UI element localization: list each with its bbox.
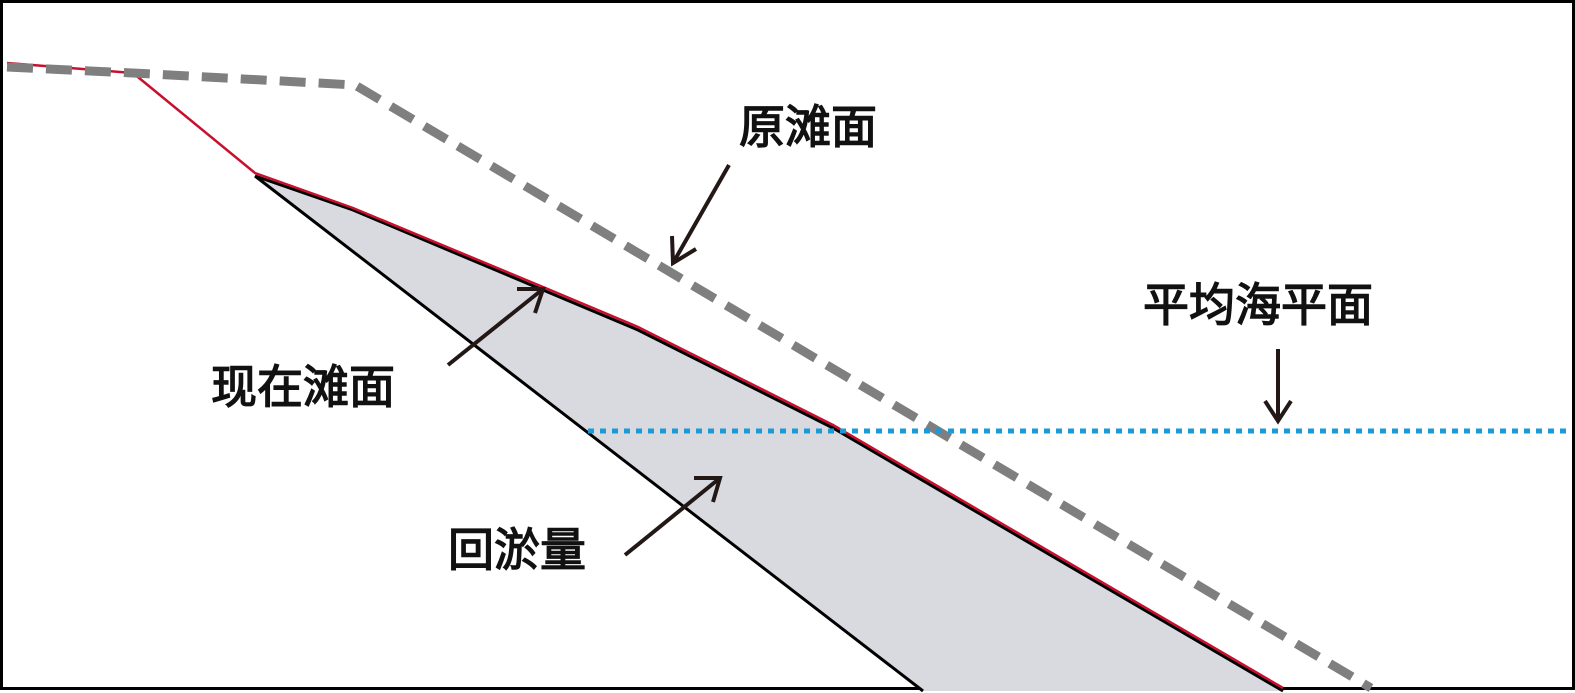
deposit-top-edge: [254, 174, 1284, 693]
sea-level-arrow: [1263, 349, 1293, 425]
current-beach-label: 现在滩面: [211, 360, 395, 414]
deposit-volume-label: 回淤量: [448, 523, 586, 577]
current-beach-arrow: [446, 287, 546, 367]
original-beach-line: [6, 62, 1374, 692]
original-beach-label: 原滩面: [739, 100, 877, 154]
current-beach-line: [6, 61, 1284, 690]
original-beach-arrow: [670, 164, 731, 267]
deposit-volume-arrow: [623, 476, 723, 557]
beach-profile-diagram: 原滩面 现在滩面 平均海平面 回淤量: [6, 61, 1571, 693]
mean-sea-level-label: 平均海平面: [1143, 278, 1373, 332]
